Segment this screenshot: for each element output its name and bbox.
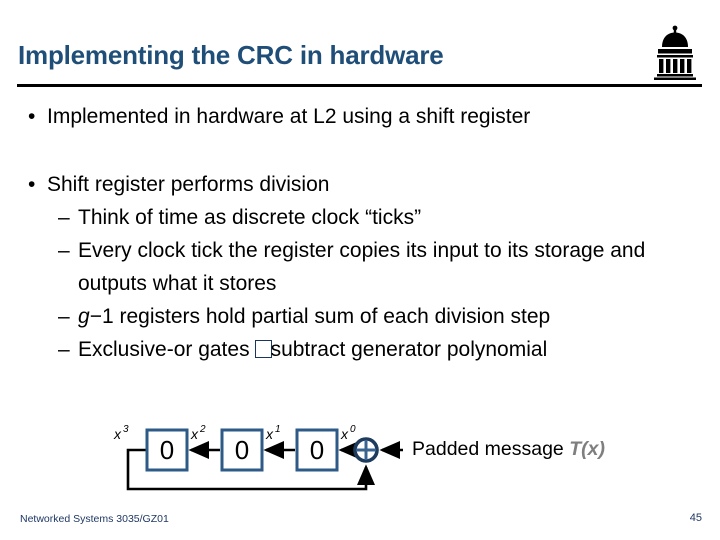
dash-marker: – <box>58 305 70 328</box>
bullet-shift-register: • Shift register performs division <box>18 168 710 201</box>
subbullet-text-post: subtract generator polynomial <box>270 338 548 361</box>
dash-marker: – <box>58 239 70 262</box>
subbullet-xor-gates: – Exclusive-or gates subtract generator p… <box>18 333 710 366</box>
shift-register-diagram: 0 0 0 x 3 x 2 x 1 x 0 <box>113 424 403 491</box>
slide-body: • Implemented in hardware at L2 using a … <box>18 100 710 366</box>
title-divider <box>17 84 702 87</box>
power-exp-0: 0 <box>350 424 356 435</box>
subbullet-g-registers: – g−1 registers hold partial sum of each… <box>18 300 710 333</box>
register-cell <box>295 428 339 472</box>
register-value: 0 <box>310 435 324 465</box>
slide-number: 45 <box>689 512 702 524</box>
diagram-caption: Padded message T(x) <box>412 438 605 461</box>
subbullet-text: Exclusive-or gates subtract generator pol… <box>78 333 547 366</box>
subbullet-text: Every clock tick the register copies its… <box>78 239 646 295</box>
feedback-wire <box>126 448 376 491</box>
subbullet-text: Think of time as discrete clock “ticks” <box>78 206 422 229</box>
math-g: g <box>78 305 90 328</box>
bullet-text: Shift register performs division <box>47 173 330 196</box>
footer-course: Networked Systems 3035/GZ01 <box>20 513 169 525</box>
subbullet-text-rest: −1 registers hold partial sum of each di… <box>89 305 551 328</box>
bullet-marker: • <box>28 173 36 196</box>
subbullet-clock-ticks: – Think of time as discrete clock “ticks… <box>18 201 710 234</box>
subbullet-register-copies: – Every clock tick the register copies i… <box>18 234 710 300</box>
subbullet-text-pre: Exclusive-or gates <box>78 338 250 361</box>
xor-gate-icon <box>353 437 379 463</box>
register-cell <box>145 428 189 472</box>
dash-marker: – <box>58 206 70 229</box>
power-label-x1: x <box>265 426 274 442</box>
power-label-x3: x <box>113 426 122 442</box>
power-exp-3: 3 <box>123 424 129 435</box>
register-value: 0 <box>160 435 174 465</box>
page-title: Implementing the CRC in hardware <box>18 40 444 70</box>
university-portico-icon <box>654 25 696 80</box>
register-cell <box>220 428 264 472</box>
caption-math-tx: T(x) <box>569 438 605 460</box>
bullet-implemented-hardware: • Implemented in hardware at L2 using a … <box>18 100 710 133</box>
register-value: 0 <box>235 435 249 465</box>
subbullet-text: g−1 registers hold partial sum of each d… <box>78 300 550 333</box>
bullet-text: Implemented in hardware at L2 using a sh… <box>47 105 531 128</box>
missing-glyph-box <box>254 340 272 358</box>
power-exp-1: 1 <box>275 424 281 435</box>
dash-marker: – <box>58 338 70 361</box>
power-label-x2: x <box>190 426 199 442</box>
power-label-x0: x <box>340 426 349 442</box>
caption-plain: Padded message <box>412 438 570 460</box>
power-exp-2: 2 <box>199 424 206 435</box>
bullet-marker: • <box>28 105 36 128</box>
